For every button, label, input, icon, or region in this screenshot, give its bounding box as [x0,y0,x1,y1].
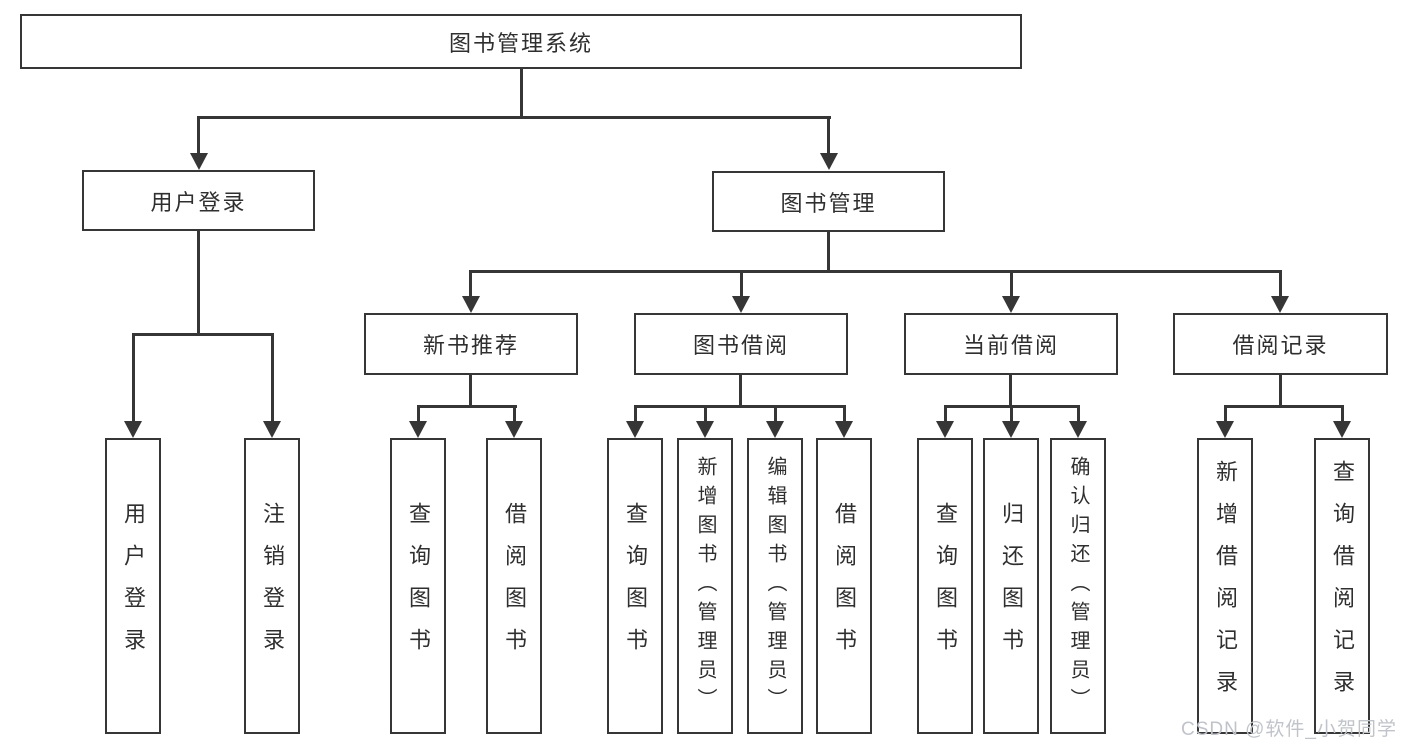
connector-line [197,116,200,156]
leaf-borrow-borrow-books: 借阅图书 [816,438,872,734]
connector-line [944,405,947,423]
connector-line [197,229,200,335]
leaf-current-confirm-return-admin: 确认归还（管理员） [1050,438,1106,734]
arrowhead-down-icon [1216,421,1234,438]
connector-line [1010,270,1013,298]
connector-line [827,230,830,273]
leaf-borrow-add-books-admin: 新增图书（管理员） [677,438,733,734]
arrowhead-down-icon [1002,296,1020,313]
connector-line [1010,405,1013,423]
arrowhead-down-icon [1002,421,1020,438]
arrowhead-down-icon [1069,421,1087,438]
node-book-borrow: 图书借阅 [634,313,848,375]
node-new-book-recommend: 新书推荐 [364,313,578,375]
leaf-newbook-query-books: 查询图书 [390,438,446,734]
connector-line [634,405,637,423]
connector-line [520,68,523,119]
connector-line [513,405,516,423]
connector-line [1224,405,1344,408]
arrowhead-down-icon [626,421,644,438]
connector-line [1009,373,1012,407]
leaf-user-login: 用户登录 [105,438,161,734]
connector-line [843,405,846,423]
node-borrow-records: 借阅记录 [1173,313,1388,375]
leaf-borrow-query-books: 查询图书 [607,438,663,734]
connector-line [417,405,420,423]
arrowhead-down-icon [732,296,750,313]
arrowhead-down-icon [462,296,480,313]
connector-line [417,405,517,408]
connector-line [704,405,707,423]
connector-line [469,270,472,298]
connector-line [1279,373,1282,407]
leaf-current-return-books: 归还图书 [983,438,1039,734]
arrowhead-down-icon [409,421,427,438]
node-root: 图书管理系统 [20,14,1022,69]
leaf-current-query-books: 查询图书 [917,438,973,734]
connector-line [1279,270,1282,298]
connector-line [132,333,274,336]
leaf-borrow-edit-books-admin: 编辑图书（管理员） [747,438,803,734]
connector-line [739,373,742,407]
node-current-borrow: 当前借阅 [904,313,1118,375]
leaf-newbook-borrow-books: 借阅图书 [486,438,542,734]
arrowhead-down-icon [263,421,281,438]
leaf-records-add-record: 新增借阅记录 [1197,438,1253,734]
arrowhead-down-icon [505,421,523,438]
arrowhead-down-icon [124,421,142,438]
connector-line [774,405,777,423]
arrowhead-down-icon [1333,421,1351,438]
connector-line [197,116,831,119]
connector-line [1224,405,1227,423]
arrowhead-down-icon [190,153,208,170]
connector-line [1077,405,1080,423]
connector-line [469,270,1281,273]
node-user-login: 用户登录 [82,170,315,231]
arrowhead-down-icon [1271,296,1289,313]
leaf-logout: 注销登录 [244,438,300,734]
connector-line [469,373,472,407]
connector-line [132,333,135,422]
node-book-management: 图书管理 [712,171,945,232]
connector-line [1341,405,1344,423]
leaf-records-query-record: 查询借阅记录 [1314,438,1370,734]
csdn-watermark: CSDN @软件_小贺同学 [1181,719,1397,740]
arrowhead-down-icon [936,421,954,438]
connector-line [634,405,846,408]
connector-line [827,116,830,156]
connector-line [740,270,743,298]
arrowhead-down-icon [820,153,838,170]
arrowhead-down-icon [835,421,853,438]
connector-line [271,333,274,422]
arrowhead-down-icon [696,421,714,438]
arrowhead-down-icon [766,421,784,438]
